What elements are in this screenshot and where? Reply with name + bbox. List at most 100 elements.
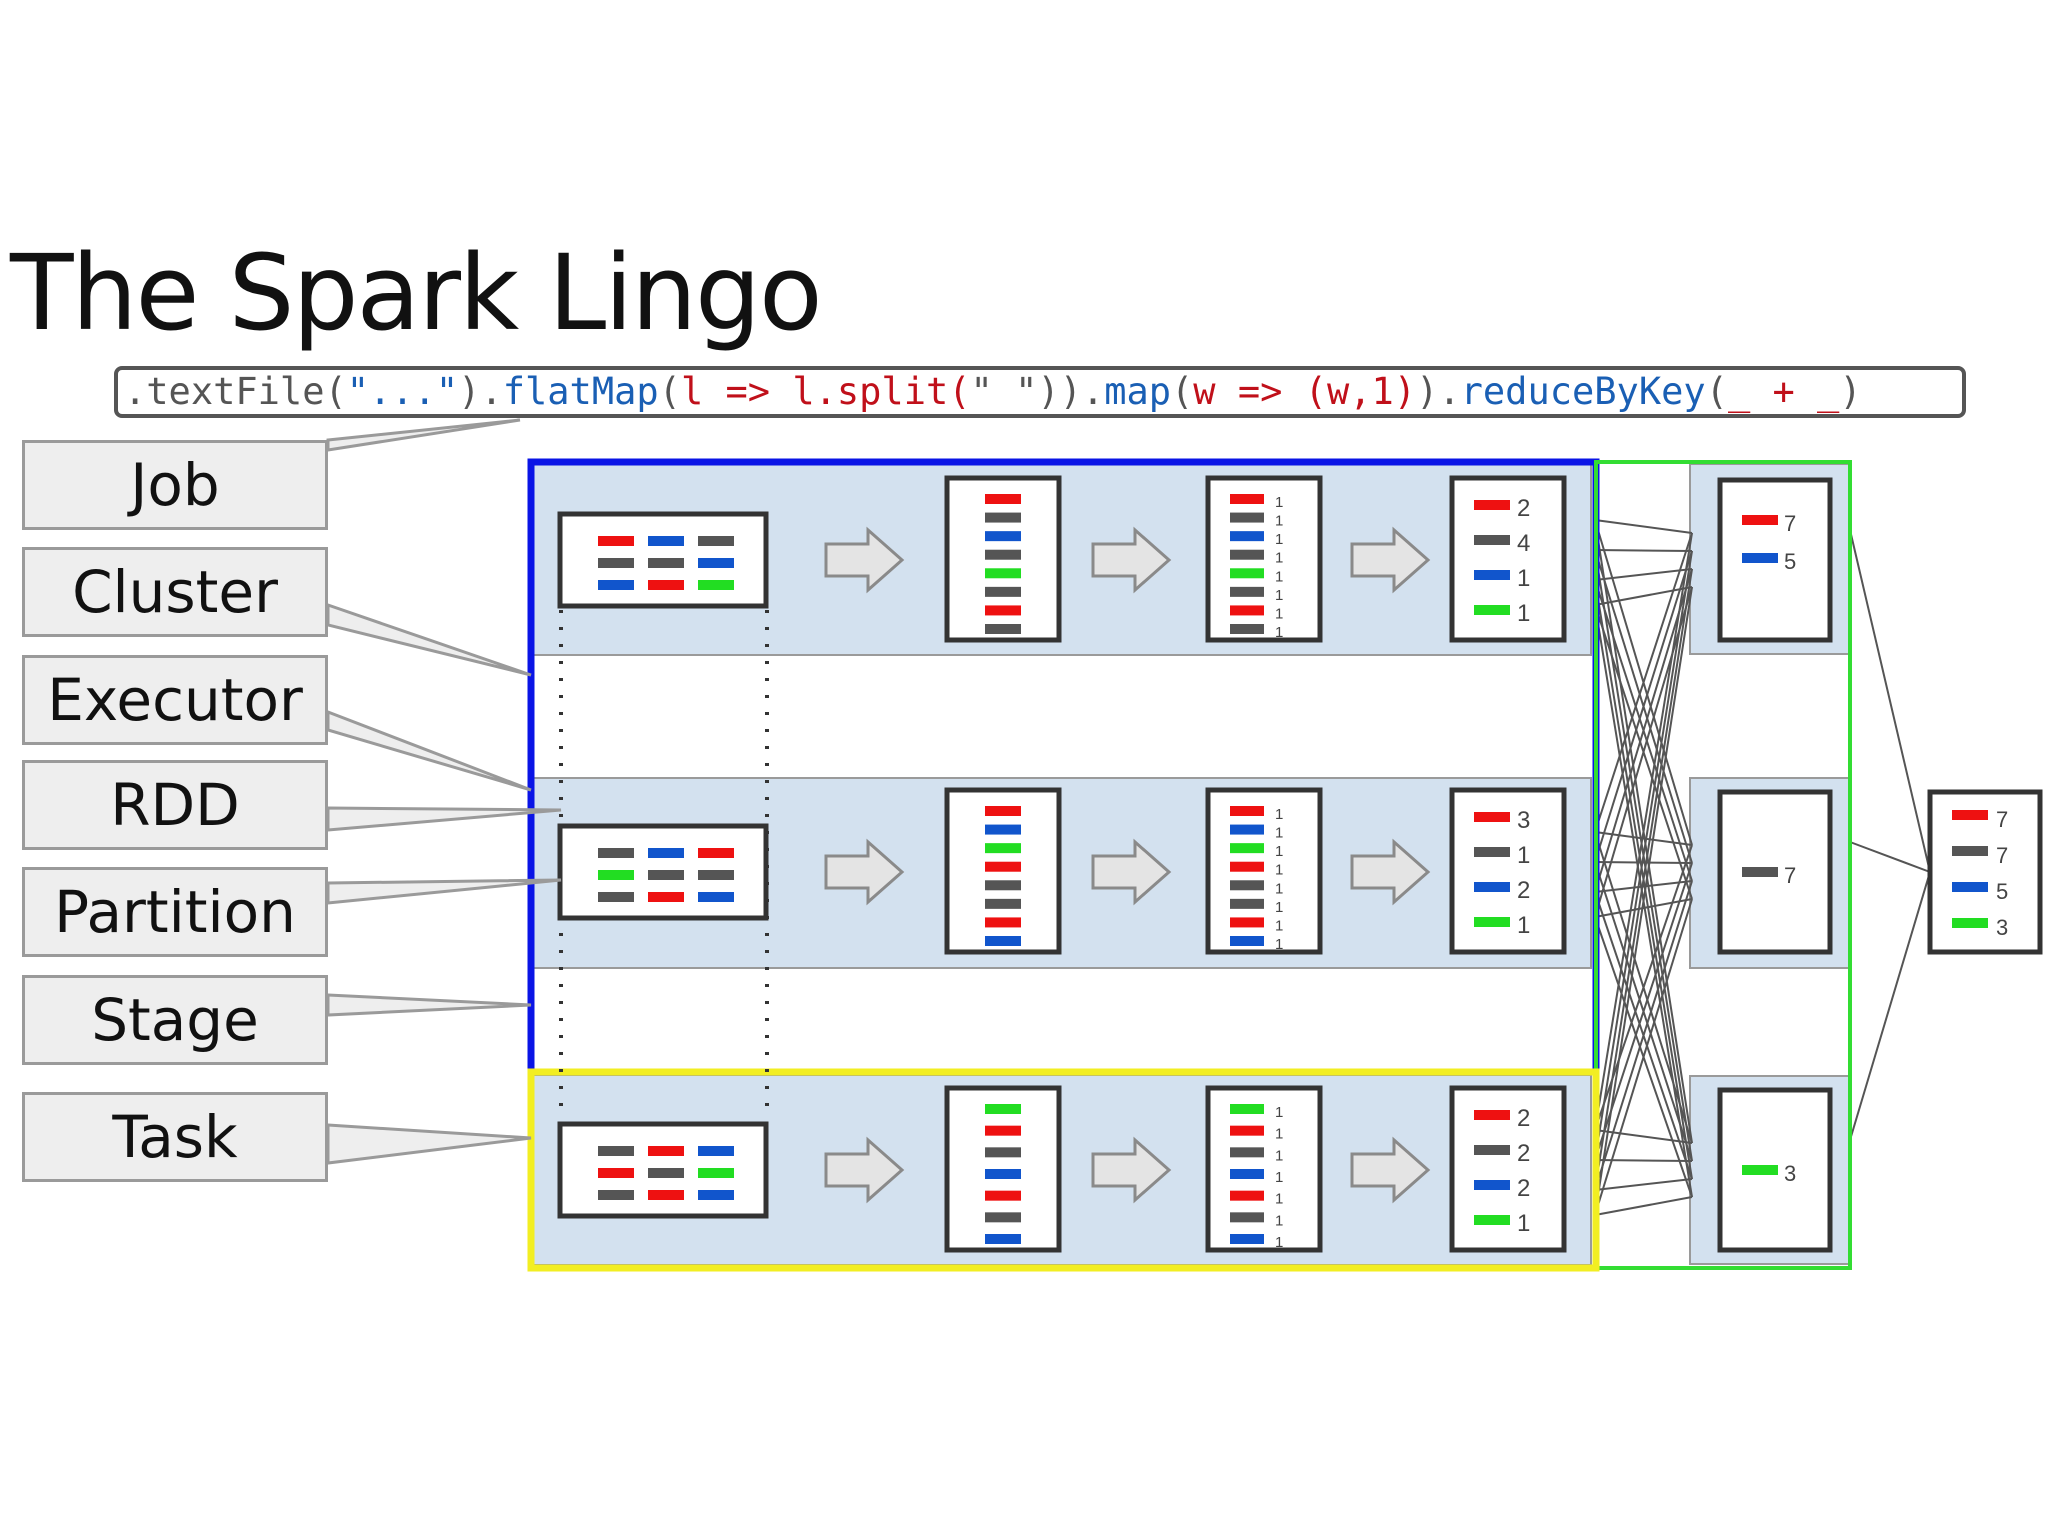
shuffle-line	[1594, 549, 1693, 1162]
bar-gray	[1230, 880, 1264, 891]
count-label: 3	[1996, 915, 2008, 940]
code-token: "..."	[346, 370, 459, 413]
bar-red	[985, 861, 1021, 872]
bar-gray	[1230, 624, 1264, 634]
bar-green	[1742, 1165, 1778, 1175]
bar-gray	[598, 1146, 634, 1156]
count-label: 1	[1517, 1210, 1530, 1237]
shuffle-line	[1594, 549, 1693, 864]
flatmap-card	[944, 475, 1062, 643]
count-label: 1	[1517, 912, 1530, 939]
code-token: ).	[1416, 370, 1461, 413]
shuffle-line	[1594, 1178, 1693, 1191]
bar-red	[985, 917, 1021, 928]
shuffle-line	[1594, 831, 1693, 1144]
bar-blue	[985, 1234, 1021, 1244]
code-token: w => (w,1)	[1193, 370, 1417, 413]
shuffle-line	[1594, 519, 1693, 846]
bar-red	[985, 1190, 1021, 1201]
stage-frame	[1594, 460, 1852, 1270]
bar-red	[1742, 515, 1778, 525]
bar-gray	[1474, 535, 1510, 545]
code-token: map	[1104, 370, 1172, 413]
label-cluster: Cluster	[22, 547, 328, 637]
code-token: (	[658, 370, 681, 413]
count-label: 5	[1784, 549, 1796, 574]
count-label: 1	[1275, 624, 1283, 641]
bar-gray	[985, 1212, 1021, 1223]
bar-gray	[598, 558, 634, 568]
count-label: 1	[1275, 1234, 1283, 1251]
bar-red	[1474, 1110, 1510, 1120]
count-label: 2	[1517, 1140, 1530, 1167]
bar-gray	[1952, 846, 1988, 856]
bar-gray	[1742, 867, 1778, 877]
bar-red	[1230, 605, 1264, 616]
shuffle-line	[1594, 519, 1693, 534]
bar-gray	[1230, 1212, 1264, 1223]
bar-green	[598, 870, 634, 880]
bar-blue	[1474, 882, 1510, 892]
merge-line	[1849, 841, 1931, 873]
bar-blue	[1474, 1180, 1510, 1190]
arrow-icon	[1091, 526, 1172, 594]
code-token: (	[1171, 370, 1194, 413]
bar-blue	[985, 824, 1021, 835]
count-label: 7	[1784, 863, 1796, 888]
bar-gray	[598, 848, 634, 858]
bar-gray	[648, 558, 684, 568]
bar-gray	[1230, 898, 1264, 909]
bar-gray	[985, 1147, 1021, 1158]
shuffle-line	[1594, 519, 1693, 1144]
label-stage: Stage	[22, 975, 328, 1065]
label-executor: Executor	[22, 655, 328, 745]
bar-gray	[985, 624, 1021, 634]
shuffle-line	[1594, 568, 1693, 581]
shuffle-line	[1594, 1196, 1693, 1216]
arrow-icon	[824, 1136, 905, 1204]
label-job: Job	[22, 440, 328, 530]
bar-blue	[1230, 824, 1264, 835]
bar-red	[985, 494, 1021, 504]
bar-gray	[648, 1168, 684, 1178]
bar-green	[1474, 1215, 1510, 1225]
arrow-icon	[1350, 526, 1431, 594]
count-label: 1	[1275, 825, 1283, 842]
code-token: .textFile(	[124, 370, 347, 413]
bar-red	[1230, 806, 1264, 816]
arrow-icon	[1350, 1136, 1431, 1204]
bar-blue	[985, 936, 1021, 946]
bar-blue	[698, 558, 734, 568]
count-label: 1	[1275, 531, 1283, 548]
count-label: 1	[1517, 600, 1530, 627]
shuffle-line	[1594, 861, 1693, 864]
bar-blue	[698, 1146, 734, 1156]
bar-red	[1230, 1190, 1264, 1201]
code-token: " "	[970, 370, 1038, 413]
arrow-icon	[824, 838, 905, 906]
count-label: 1	[1275, 1126, 1283, 1143]
shuffle-line	[1594, 891, 1693, 1180]
bar-gray	[1474, 1145, 1510, 1155]
count-label: 1	[1275, 917, 1283, 934]
bar-red	[1474, 500, 1510, 510]
bar-gray	[985, 512, 1021, 523]
label-rdd: RDD	[22, 760, 328, 850]
callout-pointer	[326, 602, 532, 677]
shuffle-line	[1594, 604, 1693, 1198]
bar-green	[698, 1168, 734, 1178]
bar-red	[1230, 861, 1264, 872]
bar-red	[598, 1168, 634, 1178]
code-token: flatMap	[502, 370, 659, 413]
bar-gray	[598, 892, 634, 902]
count-label: 1	[1275, 936, 1283, 953]
shuffle-line	[1594, 579, 1693, 1180]
callout-pointer	[326, 993, 532, 1017]
code-token: ).	[458, 370, 503, 413]
count-label: 1	[1275, 899, 1283, 916]
count-label: 7	[1784, 511, 1796, 536]
label-partition: Partition	[22, 867, 328, 957]
bar-blue	[1474, 570, 1510, 580]
shuffle-line	[1594, 1159, 1693, 1162]
